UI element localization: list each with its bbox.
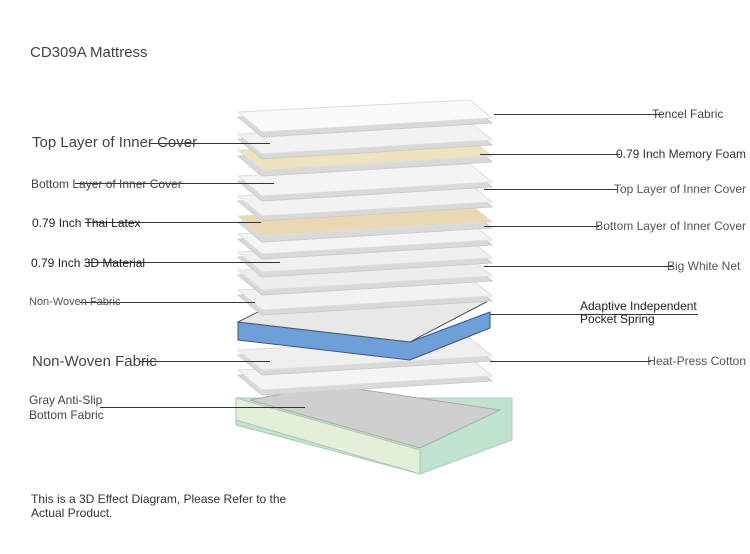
bottom-inner-cover-label-row: Bottom Layer of Inner Cover [484,219,746,233]
label-non-woven-fabric-1: Non-Woven Fabric [29,296,121,308]
label-big-white-net: Big White Net [667,259,741,273]
base-side-left [235,397,421,475]
diagram-title: CD309A Mattress [30,44,148,61]
leader-line [494,114,664,115]
label-top-layer-inner-cover-right: Top Layer of Inner Cover [613,182,746,196]
memory-foam-label-row: 0.79 Inch Memory Foam [480,147,746,161]
tencel-fabric-sheet [236,99,494,133]
leader-line [85,222,261,223]
label-line: Bottom Fabric [29,408,104,422]
leader-line [85,262,280,263]
label-line: Adaptive Independent [580,299,697,313]
note-line: This is a 3D Effect Diagram, Please Refe… [31,492,287,506]
label-line: Gray Anti-Slip [29,393,103,407]
leader-line [490,314,698,315]
label-pocket-spring: Adaptive Independent Pocket Spring [580,300,697,326]
label-line: Pocket Spring [580,312,655,326]
label-non-woven-fabric-2: Non-Woven Fabric [32,353,157,370]
leader-line [150,143,270,144]
label-memory-foam: 0.79 Inch Memory Foam [615,147,746,161]
label-top-layer-inner-cover: Top Layer of Inner Cover [32,134,198,151]
leader-line [480,153,620,155]
leader-line [140,361,270,362]
label-3d-material: 0.79 Inch 3D Material [31,256,146,270]
disclaimer-note: This is a 3D Effect Diagram, Please Refe… [31,492,286,520]
note-line: Actual Product. [31,506,113,520]
label-bottom-layer-inner-cover: Bottom Layer of Inner Cover [31,177,182,191]
label-thai-latex: 0.79 Inch Thai Latex [32,216,141,230]
label-heat-press-cotton: Heat-Press Cotton [647,354,746,368]
label-bottom-layer-inner-cover-right: Bottom Layer of Inner Cover [595,219,746,233]
leader-line [490,360,652,362]
label-gray-anti-slip-bottom-fabric: Gray Anti-Slip Bottom Fabric [29,393,104,423]
heat-press-cotton-label-row: Heat-Press Cotton [490,354,746,368]
leader-line [484,266,674,267]
leader-line [80,302,255,303]
leader-line [100,407,305,408]
leader-line [75,183,274,184]
leader-line [484,188,618,190]
label-tencel-fabric: Tencel Fabric [652,107,724,121]
leader-line [484,225,600,227]
top-inner-cover-label-row: Top Layer of Inner Cover [484,182,746,196]
